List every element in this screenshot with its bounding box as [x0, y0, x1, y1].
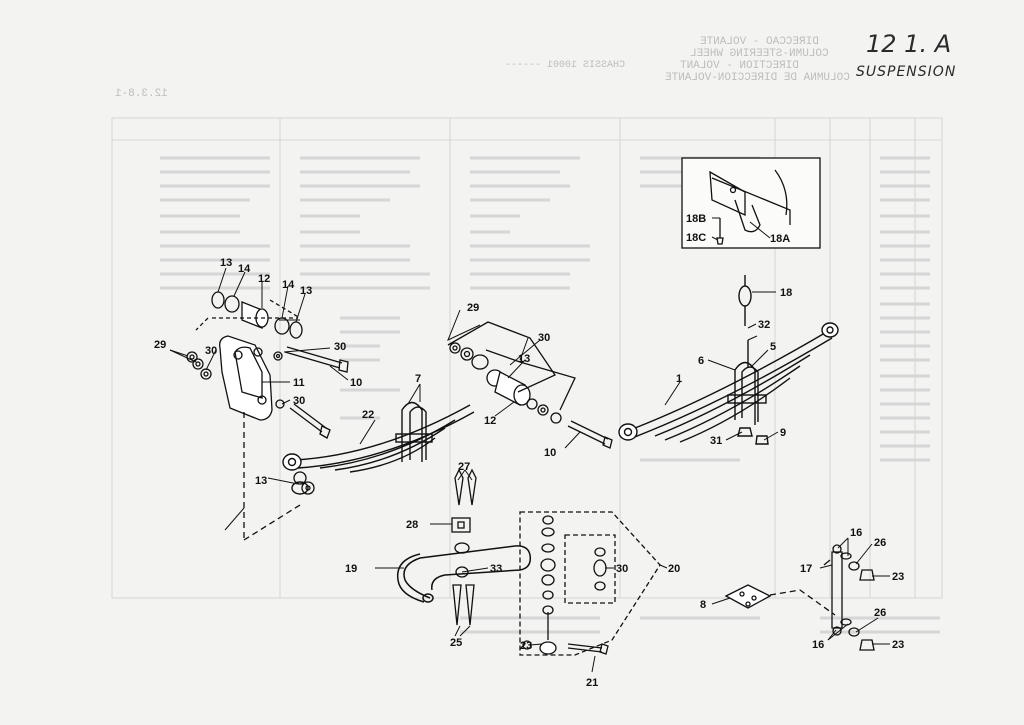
callout-12: 12: [484, 415, 496, 427]
callout-21: 21: [586, 677, 598, 689]
callout-5: 5: [770, 341, 776, 353]
callout-18b: 18B: [686, 213, 706, 225]
callout-23: 23: [520, 640, 532, 652]
callout-16: 16: [850, 527, 862, 539]
callout-26: 26: [874, 607, 886, 619]
callout-6: 6: [698, 355, 704, 367]
callout-30: 30: [293, 395, 305, 407]
callout-18: 18: [780, 287, 792, 299]
callout-28: 28: [406, 519, 418, 531]
mount-plate-and-link: [724, 544, 875, 651]
callout-31: 31: [710, 435, 722, 447]
callout-16: 16: [812, 639, 824, 651]
callout-13: 13: [255, 475, 267, 487]
callout-30: 30: [538, 332, 550, 344]
callout-13: 13: [220, 257, 232, 269]
callout-8: 8: [700, 599, 706, 611]
stabilizer-link-assembly: [451, 468, 477, 626]
callout-13: 13: [518, 353, 530, 365]
callout-29: 29: [154, 339, 166, 351]
leader-lines: [169, 217, 890, 673]
callout-30: 30: [616, 563, 628, 575]
rear-shackle-hardware: [447, 321, 613, 449]
callout-12: 12: [258, 273, 270, 285]
callout-23: 23: [892, 571, 904, 583]
spring-hanger-bracket: [186, 291, 349, 541]
stabilizer-bracket: [519, 511, 661, 656]
callout-22: 22: [362, 409, 374, 421]
callout-13: 13: [300, 285, 312, 297]
front-leaf-spring: [618, 275, 839, 445]
callout-18c: 18C: [686, 232, 706, 244]
callout-26: 26: [874, 537, 886, 549]
callout-14: 14: [282, 279, 295, 291]
callout-29: 29: [467, 302, 479, 314]
callout-11: 11: [293, 377, 305, 389]
callout-10: 10: [544, 447, 556, 459]
callout-10: 10: [350, 377, 362, 389]
callout-labels: 13 14 12 14 13 29 30 30 11 10 30 7 22 13…: [154, 213, 904, 689]
callout-23: 23: [892, 639, 904, 651]
callout-19: 19: [345, 563, 357, 575]
page-number: 12 1. A: [866, 30, 952, 58]
callout-18a: 18A: [770, 233, 790, 245]
callout-7: 7: [415, 373, 421, 385]
callout-9: 9: [780, 427, 786, 439]
section-title: SUSPENSION: [856, 64, 957, 80]
callout-20: 20: [668, 563, 680, 575]
callout-25: 25: [450, 637, 462, 649]
callout-32: 32: [758, 319, 770, 331]
callout-30: 30: [334, 341, 346, 353]
detail-inset-18a: [681, 157, 821, 249]
callout-30: 30: [205, 345, 217, 357]
callout-27: 27: [458, 461, 470, 473]
callout-1: 1: [676, 373, 682, 385]
stabilizer-bar: [396, 545, 532, 603]
callout-17: 17: [800, 563, 812, 575]
callout-14: 14: [238, 263, 251, 275]
bleed-through-rows: [160, 156, 940, 634]
rear-leaf-spring: [282, 401, 475, 495]
callout-33: 33: [490, 563, 502, 575]
rear-spring-end-hardware: [293, 471, 315, 495]
